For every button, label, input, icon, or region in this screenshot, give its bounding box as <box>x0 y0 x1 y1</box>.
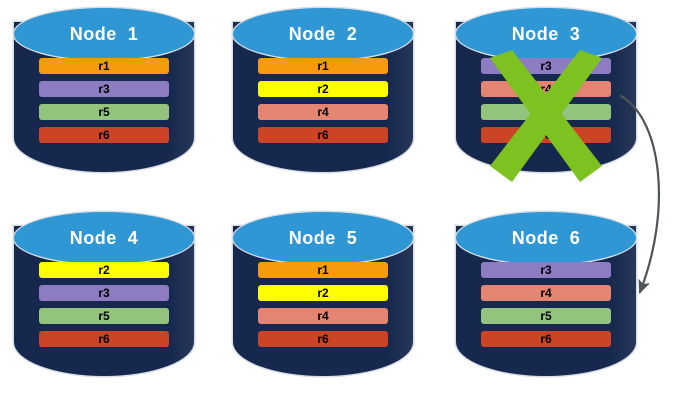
node-3-title: Node 3 <box>511 23 581 44</box>
node-1-replica-1[interactable]: r3 <box>39 81 169 97</box>
node-2-cylinder-top <box>233 8 413 60</box>
node-4-title: Node 4 <box>69 227 139 248</box>
node-4-cylinder-top <box>14 212 194 264</box>
node-2-title: Node 2 <box>288 23 358 44</box>
node-5-replica-3[interactable]: r6 <box>258 331 388 347</box>
node-1-replica-list: r1 r3 r5 r6 <box>39 58 169 143</box>
node-1[interactable]: Node 1 r1 r3 r5 r6 <box>14 8 194 190</box>
node-4-replica-0[interactable]: r2 <box>39 262 169 278</box>
node-2-replica-0[interactable]: r1 <box>258 58 388 74</box>
node-6-replica-0[interactable]: r3 <box>481 262 611 278</box>
node-5-cylinder-top <box>233 212 413 264</box>
node-5-replica-2[interactable]: r4 <box>258 308 388 324</box>
node-1-cylinder-top <box>14 8 194 60</box>
node-3-replica-list: r3 r4 r5 r6 <box>481 58 611 143</box>
node-6-replica-2[interactable]: r5 <box>481 308 611 324</box>
node-2-replica-2[interactable]: r4 <box>258 104 388 120</box>
node-2-replica-list: r1 r2 r4 r6 <box>258 58 388 143</box>
node-5-replica-list: r1 r2 r4 r6 <box>258 262 388 347</box>
node-4-replica-3[interactable]: r6 <box>39 331 169 347</box>
node-1-title: Node 1 <box>69 23 139 44</box>
node-5-replica-1[interactable]: r2 <box>258 285 388 301</box>
node-3-replica-0[interactable]: r3 <box>481 58 611 74</box>
node-4[interactable]: Node 4 r2 r3 r5 r6 <box>14 212 194 394</box>
node-1-replica-2[interactable]: r5 <box>39 104 169 120</box>
node-6-replica-1[interactable]: r4 <box>481 285 611 301</box>
node-4-replica-1[interactable]: r3 <box>39 285 169 301</box>
node-1-replica-0[interactable]: r1 <box>39 58 169 74</box>
node-2-replica-3[interactable]: r6 <box>258 127 388 143</box>
node-4-replica-2[interactable]: r5 <box>39 308 169 324</box>
node-3-replica-2[interactable]: r5 <box>481 104 611 120</box>
node-6-replica-3[interactable]: r6 <box>481 331 611 347</box>
node-3[interactable]: Node 3 r3 r4 r5 r6 <box>456 8 636 190</box>
node-4-replica-list: r2 r3 r5 r6 <box>39 262 169 347</box>
node-3-replica-1[interactable]: r4 <box>481 81 611 97</box>
node-2-replica-1[interactable]: r2 <box>258 81 388 97</box>
node-5-title: Node 5 <box>288 227 358 248</box>
node-5[interactable]: Node 5 r1 r2 r4 r6 <box>233 212 413 394</box>
node-1-replica-3[interactable]: r6 <box>39 127 169 143</box>
node-6-title: Node 6 <box>511 227 581 248</box>
node-6-replica-list: r3 r4 r5 r6 <box>481 262 611 347</box>
node-5-replica-0[interactable]: r1 <box>258 262 388 278</box>
node-6-cylinder-top <box>456 212 636 264</box>
node-3-replica-3[interactable]: r6 <box>481 127 611 143</box>
node-6[interactable]: Node 6 r3 r4 r5 r6 <box>456 212 636 394</box>
node-2[interactable]: Node 2 r1 r2 r4 r6 <box>233 8 413 190</box>
